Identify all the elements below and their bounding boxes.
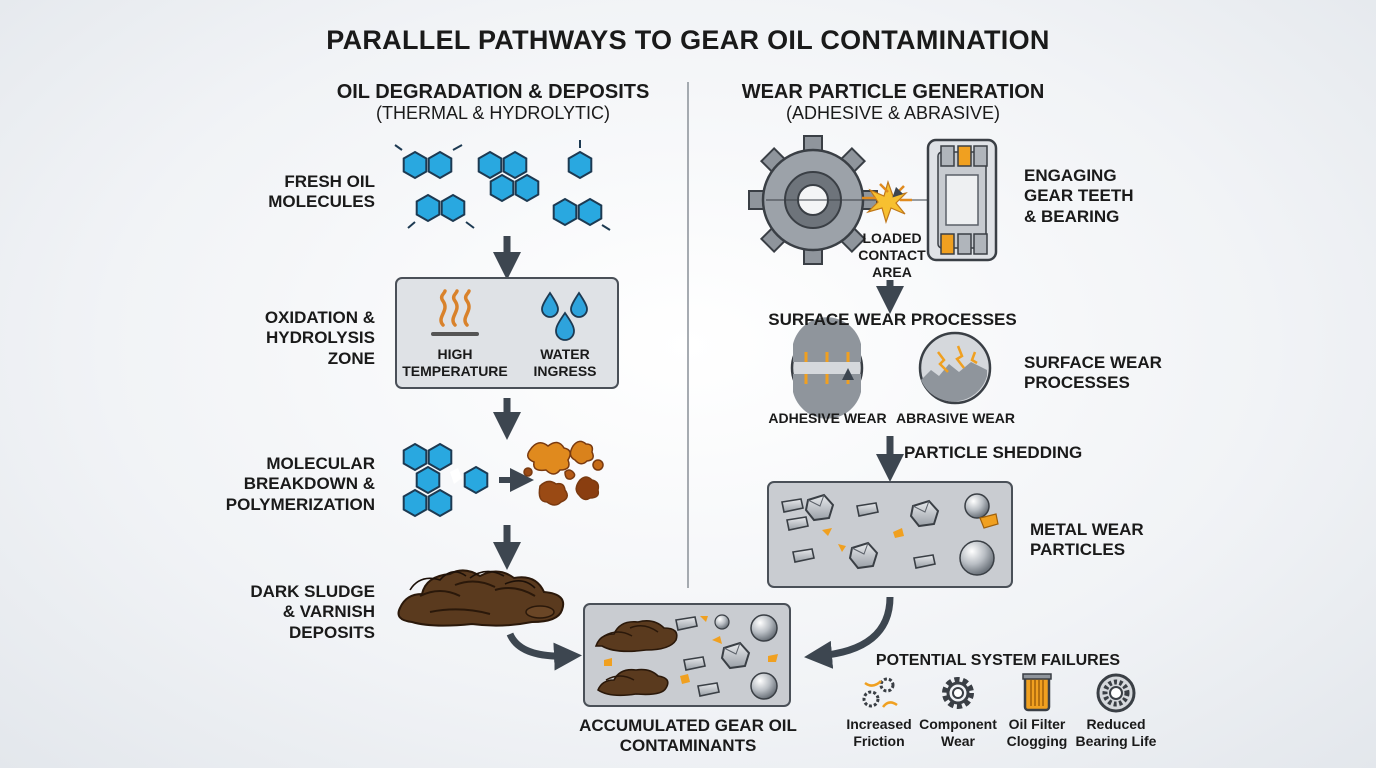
broken-molecules — [402, 443, 489, 517]
contact-spark-icon — [862, 180, 912, 224]
fresh-oil-molecules — [394, 140, 611, 231]
left-heading: OIL DEGRADATION & DEPOSITS — [336, 81, 650, 103]
molecular-breakdown-label: MOLECULAR BREAKDOWN & POLYMERIZATION — [225, 454, 375, 514]
metal-wear-particles — [781, 493, 999, 576]
arrow-sludge-to-accumulated — [506, 632, 582, 671]
surface-wear-heading: SURFACE WEAR PROCESSES — [768, 310, 1017, 329]
accumulated-contaminants — [594, 614, 778, 700]
oil-filter-icon — [1022, 673, 1052, 712]
adhesive-wear-icon — [790, 317, 864, 419]
loaded-contact-label: LOADED CONTACT AREA — [858, 230, 926, 280]
particle-shedding-label: PARTICLE SHEDDING — [904, 443, 1083, 462]
metal-wear-label: METAL WEAR PARTICLES — [1030, 520, 1144, 560]
failures-heading: POTENTIAL SYSTEM FAILURES — [875, 652, 1121, 669]
water-ingress-label: WATER INGRESS — [533, 346, 597, 379]
abrasive-wear-label: ABRASIVE WEAR — [895, 410, 1015, 426]
failure-component-wear: Component Wear — [919, 716, 997, 749]
failure-increased-friction: Increased Friction — [846, 716, 912, 749]
friction-gears-icon — [862, 677, 898, 708]
heat-icon — [431, 289, 479, 336]
bearing-icon — [926, 138, 998, 262]
water-drops-icon — [541, 291, 588, 341]
surface-wear-label: SURFACE WEAR PROCESSES — [1024, 353, 1162, 393]
left-subheading: (THERMAL & HYDROLYTIC) — [375, 103, 611, 123]
right-subheading: (ADHESIVE & ABRASIVE) — [785, 103, 1001, 123]
oxidation-zone-label: OXIDATION & HYDROLYSIS ZONE — [264, 308, 375, 368]
reduced-bearing-life-icon — [1096, 673, 1136, 713]
abrasive-wear-icon — [918, 331, 992, 405]
adhesive-wear-label: ADHESIVE WEAR — [768, 410, 887, 426]
page-title: PARALLEL PATHWAYS TO GEAR OIL CONTAMINAT… — [326, 25, 1050, 55]
failure-oil-filter-clogging: Oil Filter Clogging — [1006, 716, 1068, 749]
sludge-deposits — [397, 569, 565, 627]
arrow-particles-to-accumulated — [804, 596, 894, 669]
high-temperature-label: HIGH TEMPERATURE — [402, 346, 508, 379]
sludge-deposits-label: DARK SLUDGE & VARNISH DEPOSITS — [250, 582, 375, 642]
failure-reduced-bearing-life: Reduced Bearing Life — [1075, 716, 1157, 749]
fresh-oil-label: FRESH OIL MOLECULES — [268, 172, 375, 212]
engaging-gear-label: ENGAGING GEAR TEETH & BEARING — [1024, 166, 1134, 226]
component-wear-gear-icon — [942, 677, 974, 709]
polymer-deposits — [523, 440, 604, 506]
oxidation-zone-box — [395, 277, 619, 389]
right-heading: WEAR PARTICLE GENERATION — [741, 81, 1045, 103]
gear-icon — [748, 135, 930, 265]
accumulated-contaminants-label: ACCUMULATED GEAR OIL CONTAMINANTS — [579, 716, 797, 756]
